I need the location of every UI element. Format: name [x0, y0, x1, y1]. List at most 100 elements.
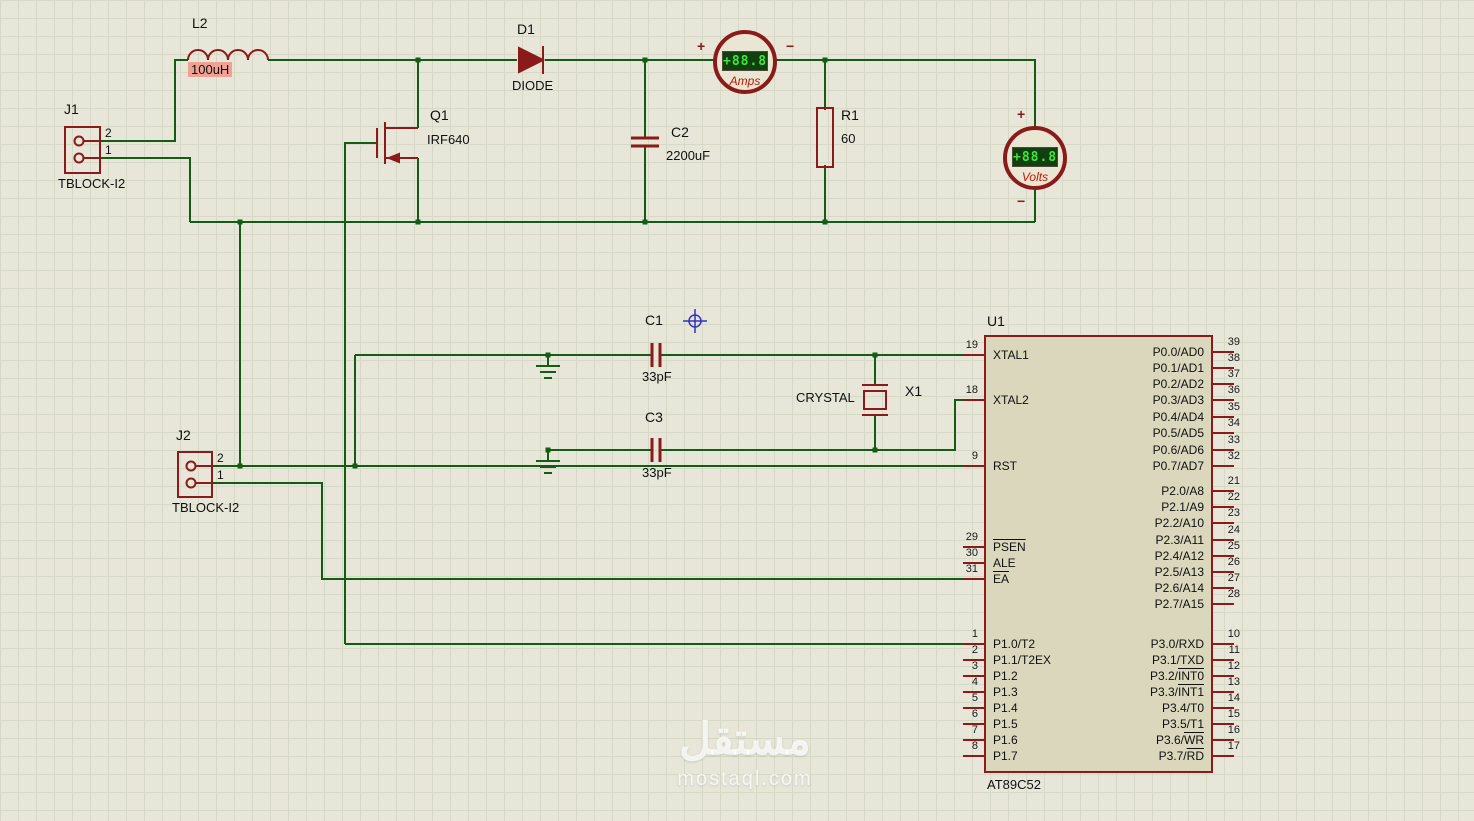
ground-symbol-1[interactable] — [536, 365, 560, 379]
junction — [642, 57, 648, 63]
voltmeter-display: +88.8 — [1012, 147, 1058, 167]
connector-j2-symbol[interactable] — [177, 451, 213, 498]
chip-u1-body[interactable] — [984, 335, 1213, 773]
junction-dots — [237, 57, 878, 469]
j2-body — [177, 451, 213, 498]
ammeter-label: Amps — [729, 74, 761, 88]
junction — [415, 57, 421, 63]
crystal-x1-symbol[interactable] — [862, 384, 888, 416]
j1-body — [64, 126, 101, 174]
wire-ea-row[interactable] — [212, 482, 963, 580]
wire-net[interactable] — [100, 59, 1036, 645]
ammeter-plus-sign: + — [697, 38, 706, 54]
u1-pin-number: 33 — [1227, 434, 1240, 446]
ground-symbol-2[interactable] — [536, 460, 560, 474]
ammeter-minus-sign: − — [786, 38, 795, 54]
wire-c3-to-xtal2[interactable] — [660, 399, 963, 451]
j1-pin2-number: 2 — [105, 126, 112, 140]
j1-terminal-2 — [73, 135, 85, 147]
u1-pin-name: P2.2/A10 — [1154, 516, 1204, 530]
u1-pin-number: 2 — [971, 644, 978, 656]
u1-pin-name: P0.5/AD5 — [1152, 426, 1204, 440]
u1-pin-number: 9 — [971, 450, 978, 462]
diode-triangle — [518, 46, 546, 74]
u1-pin-number: 7 — [971, 724, 978, 736]
mosfet-q1-symbol[interactable] — [376, 122, 418, 164]
u1-pin-number: 19 — [965, 339, 978, 351]
c3-ref-label: C3 — [645, 409, 663, 425]
inductor-l2-symbol[interactable] — [187, 49, 269, 61]
connector-j1-symbol[interactable] — [64, 126, 101, 174]
junction — [415, 219, 421, 225]
u1-pin-number: 10 — [1227, 628, 1240, 640]
u1-pin-number: 5 — [971, 692, 978, 704]
u1-pin-name: P3.4/T0 — [1161, 701, 1204, 715]
crystal-body — [863, 390, 887, 410]
u1-pin-name: P1.6 — [993, 733, 1018, 747]
u1-pin-name: RST — [993, 459, 1017, 473]
wire-d1-to-voltmeter[interactable] — [545, 59, 1036, 222]
capacitor-c2-symbol[interactable] — [631, 136, 659, 148]
q1-ref-label: Q1 — [430, 107, 449, 123]
u1-pin-number: 16 — [1227, 724, 1240, 736]
u1-pin-number: 39 — [1227, 336, 1240, 348]
ammeter-display: +88.8 — [722, 51, 768, 71]
u1-pin-number: 14 — [1227, 692, 1240, 704]
wire-j1-to-l2[interactable] — [100, 59, 188, 142]
j2-terminal-2 — [185, 460, 197, 472]
u1-pin-number: 28 — [1227, 588, 1240, 600]
diode-d1-symbol[interactable] — [518, 46, 546, 74]
junction — [822, 57, 828, 63]
u1-pin-name: P0.6/AD6 — [1152, 443, 1204, 457]
u1-pin-number: 32 — [1227, 450, 1240, 462]
u1-pin-name: P1.0/T2 — [993, 637, 1036, 651]
origin-marker-icon — [683, 309, 707, 333]
j2-terminal-1 — [185, 477, 197, 489]
junction — [237, 463, 243, 469]
u1-pin-number: 36 — [1227, 384, 1240, 396]
u1-pin-number: 38 — [1227, 352, 1240, 364]
u1-pin-name: P0.0/AD0 — [1152, 345, 1204, 359]
c3-value-label: 33pF — [642, 465, 672, 480]
capacitor-c1-symbol[interactable] — [650, 343, 662, 367]
wire-j1-to-gnd-rail[interactable] — [100, 157, 191, 222]
u1-part-label: AT89C52 — [987, 777, 1041, 792]
mosfet-arrow — [386, 152, 400, 164]
r1-ref-label: R1 — [841, 107, 859, 123]
capacitor-c3-symbol[interactable] — [650, 438, 662, 462]
u1-pin-name: P2.7/A15 — [1154, 597, 1204, 611]
j1-value-label: TBLOCK-I2 — [58, 176, 126, 191]
u1-pin-number: 4 — [971, 676, 978, 688]
u1-pin-name: P3.5/T1 — [1161, 717, 1204, 731]
voltmeter-label: Volts — [1021, 170, 1049, 184]
u1-pin-number: 24 — [1227, 524, 1240, 536]
u1-pin-name: P1.5 — [993, 717, 1018, 731]
u1-pin-name: P0.2/AD2 — [1152, 377, 1204, 391]
resistor-r1-symbol[interactable] — [816, 107, 834, 168]
u1-pin-name: P2.6/A14 — [1154, 581, 1204, 595]
u1-pin-number: 29 — [965, 531, 978, 543]
u1-pin-name: P3.7/RD — [1158, 749, 1204, 763]
q1-value-label: IRF640 — [427, 132, 470, 147]
u1-pin-name: P1.7 — [993, 749, 1018, 763]
u1-pin-name: P0.1/AD1 — [1152, 361, 1204, 375]
u1-pin-name: P1.2 — [993, 669, 1018, 683]
u1-pin-number: 21 — [1227, 475, 1240, 487]
junction — [872, 447, 878, 453]
voltmeter-minus-sign: − — [1017, 193, 1026, 209]
j1-stubs — [84, 140, 100, 159]
j1-ref-label: J1 — [64, 101, 79, 117]
junction — [352, 463, 358, 469]
u1-pin-number: 22 — [1227, 491, 1240, 503]
u1-pin-number: 30 — [965, 547, 978, 559]
u1-pin-number: 31 — [965, 563, 978, 575]
wire-gate-vertical[interactable] — [344, 142, 377, 644]
u1-pin-name: P1.4 — [993, 701, 1018, 715]
x1-value-label: CRYSTAL — [796, 390, 855, 405]
j2-pin2-number: 2 — [217, 451, 224, 465]
voltmeter-plus-sign: + — [1017, 106, 1026, 122]
x1-ref-label: X1 — [905, 383, 923, 399]
chip-pin-stubs[interactable] — [963, 351, 1234, 757]
u1-pin-name: EA — [993, 572, 1010, 586]
